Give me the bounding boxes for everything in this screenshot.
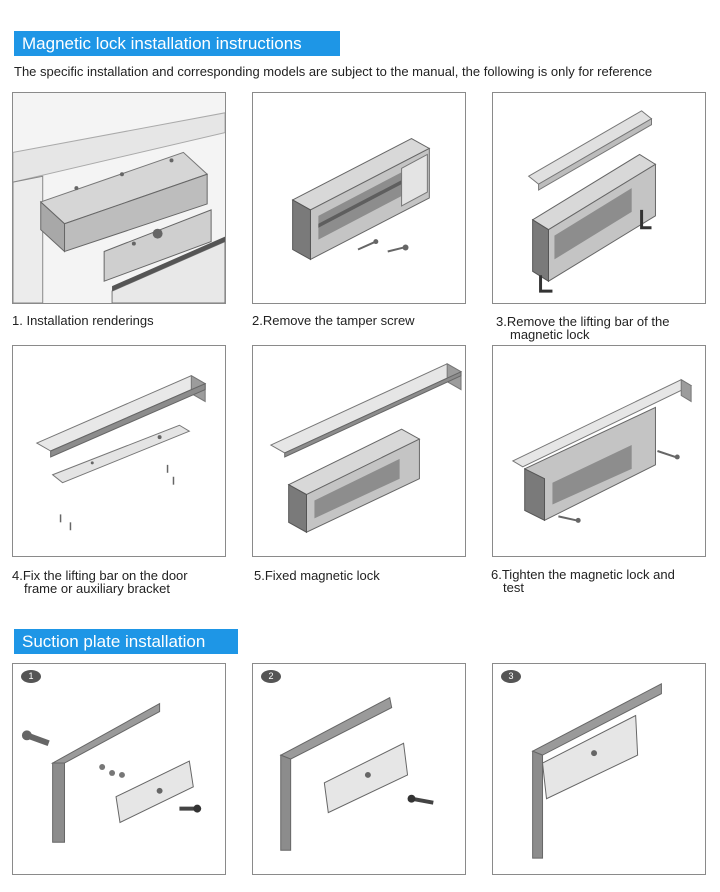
section-subtitle: The specific installation and correspond… — [14, 64, 653, 79]
suction-plate-align-image — [279, 696, 434, 851]
step-2-caption: 2.Remove the tamper screw — [252, 313, 415, 328]
step-4-caption-line1: 4.Fix the lifting bar on the door — [12, 568, 188, 583]
step-4-caption: 4.Fix the lifting bar on the door frame … — [12, 569, 188, 595]
section-title-magnetic-lock: Magnetic lock installation instructions — [14, 31, 340, 56]
step-1-illustration — [12, 92, 226, 304]
lifting-bar-removal-image — [527, 110, 657, 293]
suction-step-1-badge: 1 — [21, 670, 41, 683]
step-4-caption-line2: frame or auxiliary bracket — [24, 581, 170, 596]
suction-plate-installed-image — [531, 682, 662, 859]
step-2-illustration — [252, 92, 466, 304]
suction-step-3-badge: 3 — [501, 670, 521, 683]
suction-step-2-illustration: 2 — [252, 663, 466, 875]
step-6-caption-line1: 6.Tighten the magnetic lock and — [491, 567, 675, 582]
step-3-illustration — [492, 92, 706, 304]
fix-lifting-bar-image — [35, 374, 207, 531]
tamper-screw-image — [291, 138, 431, 261]
section-title-suction-plate: Suction plate installation — [14, 629, 238, 654]
step-3-caption: 3.Remove the lifting bar of the magnetic… — [496, 315, 669, 341]
suction-plate-exploded-image — [21, 702, 202, 843]
step-5-caption: 5.Fixed magnetic lock — [254, 568, 380, 583]
step-6-caption: 6.Tighten the magnetic lock and test — [491, 568, 675, 594]
step-5-illustration — [252, 345, 466, 557]
tighten-lock-image — [511, 378, 693, 523]
step-3-caption-line1: 3.Remove the lifting bar of the — [496, 314, 670, 329]
step-6-caption-line2: test — [503, 580, 524, 595]
step-4-illustration — [12, 345, 226, 557]
suction-step-1-illustration: 1 — [12, 663, 226, 875]
suction-step-3-illustration: 3 — [492, 663, 706, 875]
step-6-illustration — [492, 345, 706, 557]
installation-rendering-image — [13, 93, 225, 303]
step-3-caption-line2: magnetic lock — [510, 327, 590, 342]
suction-step-2-badge: 2 — [261, 670, 281, 683]
step-1-caption: 1. Installation renderings — [12, 313, 154, 328]
fixed-magnetic-lock-image — [269, 362, 463, 534]
